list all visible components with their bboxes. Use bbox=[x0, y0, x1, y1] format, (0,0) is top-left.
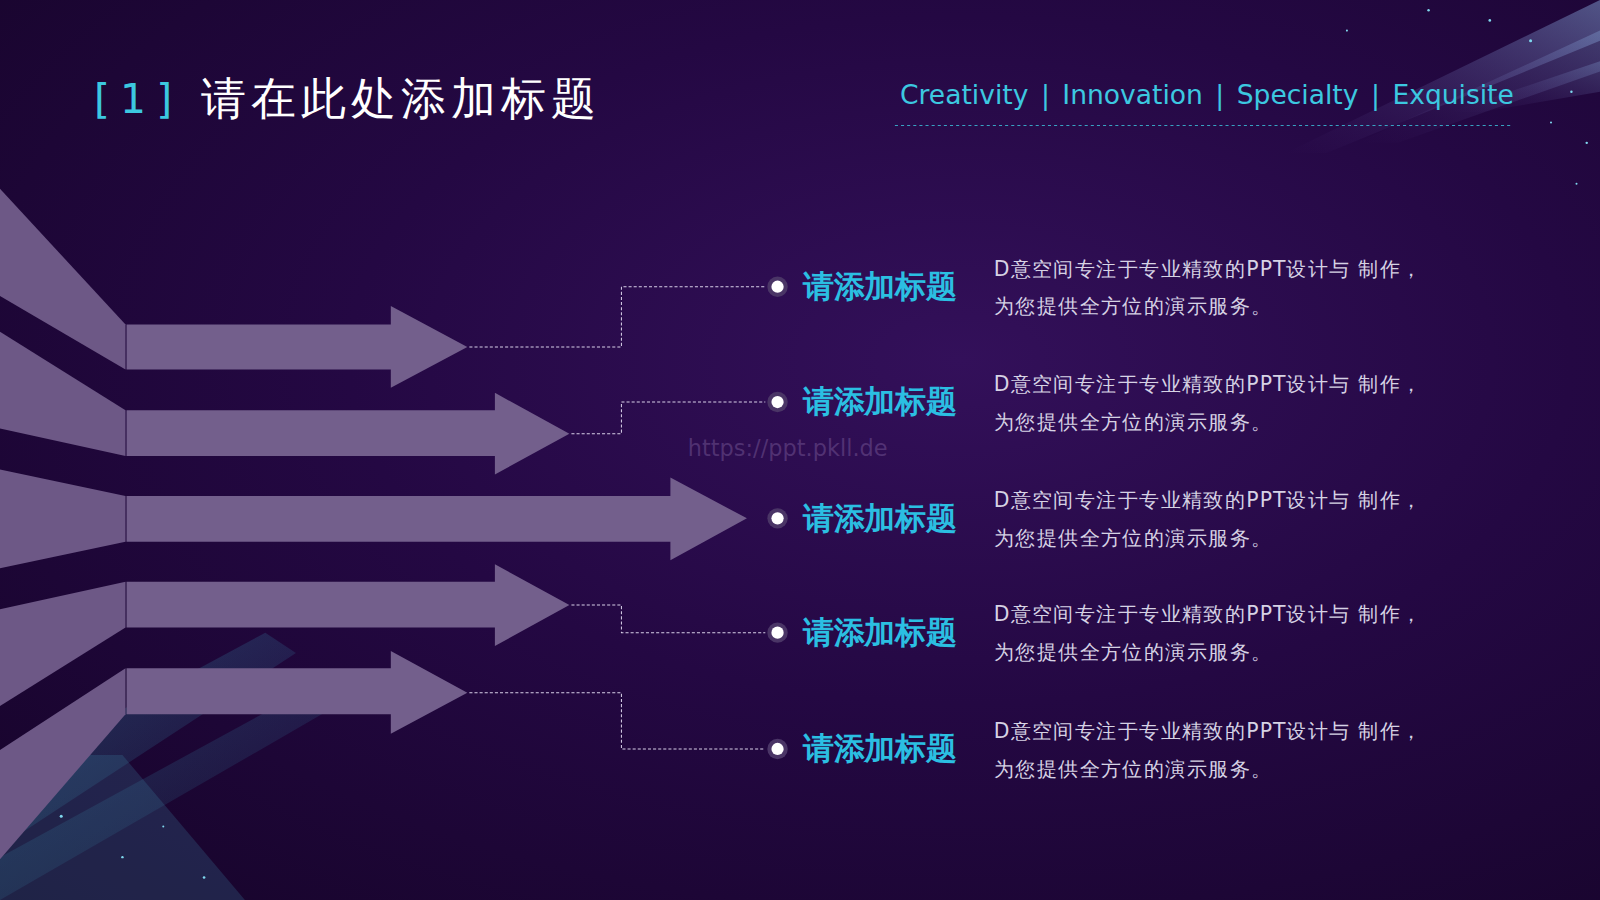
arrows bbox=[127, 306, 747, 734]
item-title: 请添加标题 bbox=[803, 729, 956, 770]
slide-number: [1] bbox=[94, 71, 182, 126]
item-description: D意空间专注于专业精致的PPT设计与 制作，为您提供全方位的演示服务。 bbox=[994, 365, 1525, 441]
item-title: 请添加标题 bbox=[803, 612, 956, 653]
item-description: D意空间专注于专业精致的PPT设计与 制作，为您提供全方位的演示服务。 bbox=[994, 712, 1525, 788]
item-description: D意空间专注于专业精致的PPT设计与 制作，为您提供全方位的演示服务。 bbox=[994, 482, 1525, 558]
item-title: 请添加标题 bbox=[803, 266, 956, 307]
header-rule bbox=[895, 125, 1513, 126]
item-title: 请添加标题 bbox=[803, 498, 956, 539]
watermark: https://ppt.pkll.de bbox=[688, 435, 888, 464]
slide-title: 请在此处添加标题 bbox=[201, 69, 601, 128]
funnel-wedges bbox=[0, 189, 126, 859]
header-tagline: Creativity | Innovation | Specialty | Ex… bbox=[900, 78, 1514, 113]
item-description: D意空间专注于专业精致的PPT设计与 制作，为您提供全方位的演示服务。 bbox=[994, 250, 1525, 326]
item-title: 请添加标题 bbox=[803, 382, 956, 423]
leader-lines bbox=[469, 287, 765, 749]
bullet-dots bbox=[767, 277, 787, 760]
item-description: D意空间专注于专业精致的PPT设计与 制作，为您提供全方位的演示服务。 bbox=[994, 596, 1525, 672]
